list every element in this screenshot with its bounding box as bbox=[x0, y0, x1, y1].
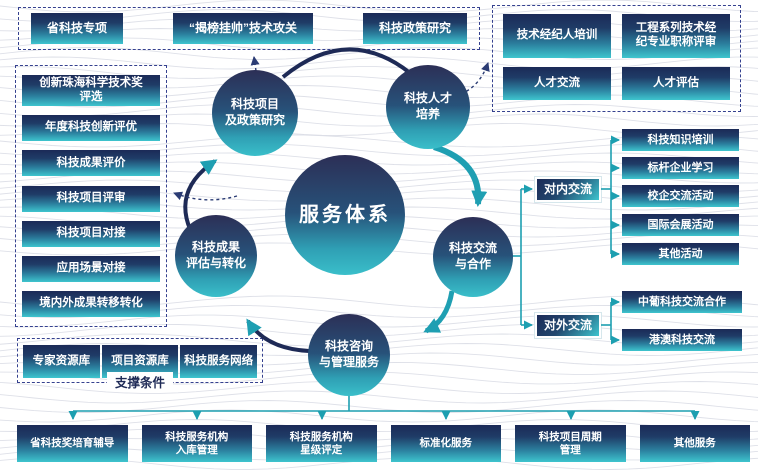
diagram-box: 科技服务机构 星级评定 bbox=[266, 425, 377, 462]
diagram-box: 校企交流活动 bbox=[622, 185, 739, 207]
circle-talent-cultivation: 科技人才 培养 bbox=[386, 65, 470, 149]
circle-achievement-transformation: 科技成果 评估与转化 bbox=[175, 215, 257, 297]
diagram-box: 省科技奖培育辅导 bbox=[17, 425, 128, 462]
diagram-box: 其他服务 bbox=[639, 425, 750, 462]
diagram-box: 科技政策研究 bbox=[362, 13, 467, 44]
diagram-box: 科技项目对接 bbox=[22, 220, 160, 247]
circle-project-policy-research: 科技项目 及政策研究 bbox=[212, 70, 298, 156]
circle-consulting-management: 科技咨询 与管理服务 bbox=[308, 314, 390, 396]
diagram-box: 技术经纪人培训 bbox=[503, 14, 611, 58]
diagram-box: 港澳科技交流 bbox=[622, 329, 742, 351]
diagram-box: 科技项目周期 管理 bbox=[515, 425, 626, 462]
left-evaluation-group: 创新珠海科学技术奖 评选年度科技创新评优科技成果评价科技项目评审科技项目对接应用… bbox=[15, 65, 167, 327]
diagram-box: 境内外成果转移转化 bbox=[22, 290, 160, 317]
external-exchange-label-box: 对外交流 bbox=[535, 313, 601, 338]
support-conditions-group: 支撑条件 专家资源库项目资源库科技服务网络 bbox=[17, 338, 263, 391]
diagram-box: 中葡科技交流合作 bbox=[622, 291, 742, 313]
internal-exchange-label-box: 对内交流 bbox=[535, 177, 601, 202]
diagram-box: “揭榜挂帅”技术攻关 bbox=[172, 13, 313, 44]
diagram-box: 人才交流 bbox=[503, 67, 611, 100]
diagram-box: 人才评估 bbox=[622, 67, 730, 100]
diagram-box: 国际会展活动 bbox=[622, 214, 739, 236]
diagram-box: 科技服务网络 bbox=[180, 345, 258, 378]
diagram-box: 专家资源库 bbox=[23, 345, 100, 378]
diagram-box: 科技成果评价 bbox=[22, 150, 160, 177]
diagram-box: 应用场景对接 bbox=[22, 255, 160, 282]
diagram-box: 年度科技创新评优 bbox=[22, 115, 160, 142]
circle-exchange-cooperation: 科技交流 与合作 bbox=[433, 217, 513, 297]
diagram-box: 省科技专项 bbox=[31, 13, 124, 44]
talent-services-group: 技术经纪人培训工程系列技术经 纪专业职称评审人才交流人才评估 bbox=[492, 5, 741, 112]
diagram-box: 其他活动 bbox=[622, 243, 739, 265]
diagram-box: 工程系列技术经 纪专业职称评审 bbox=[622, 14, 730, 58]
diagram-box: 创新珠海科学技术奖 评选 bbox=[22, 75, 160, 107]
diagram-box: 标准化服务 bbox=[390, 425, 501, 462]
top-projects-group: 省科技专项 “揭榜挂帅”技术攻关 科技政策研究 bbox=[18, 7, 480, 50]
bottom-services-row: 省科技奖培育辅导科技服务机构 入库管理科技服务机构 星级评定标准化服务科技项目周… bbox=[17, 425, 750, 462]
diagram-box: 科技知识培训 bbox=[622, 129, 739, 151]
diagram-box: 标杆企业学习 bbox=[622, 157, 739, 179]
support-conditions-label: 支撑条件 bbox=[106, 372, 174, 391]
diagram-box: 科技服务机构 入库管理 bbox=[141, 425, 252, 462]
circle-service-system: 服务体系 bbox=[285, 155, 405, 275]
diagram-box: 科技项目评审 bbox=[22, 185, 160, 212]
